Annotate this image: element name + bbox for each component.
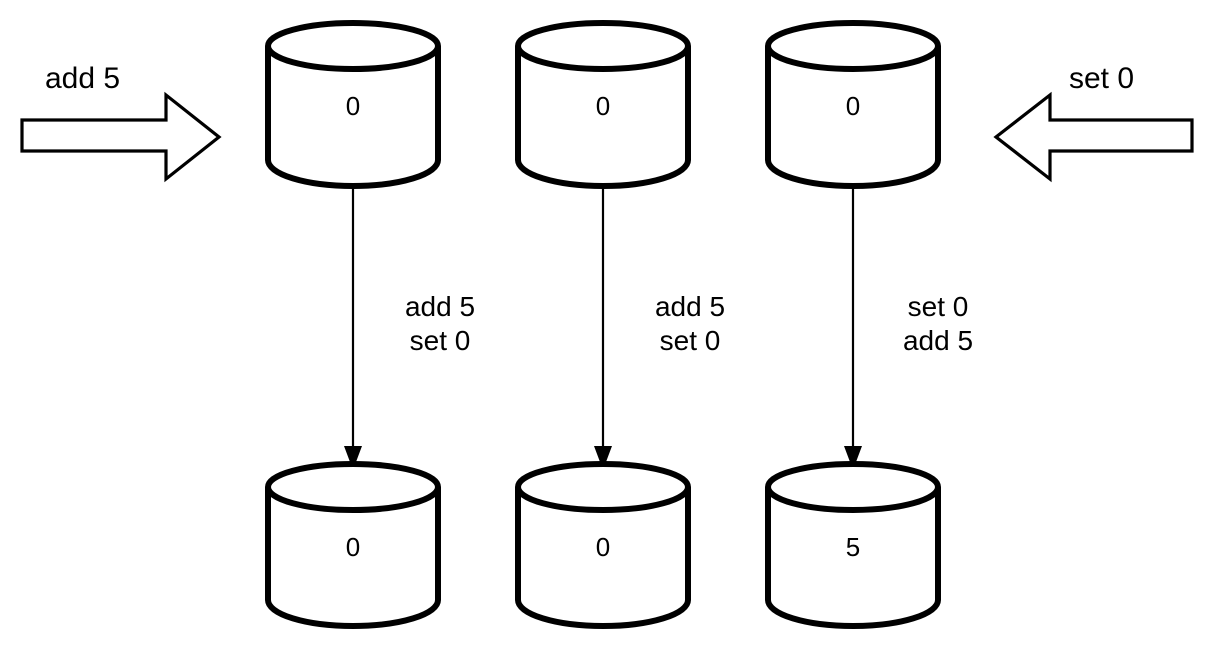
cylinder-top-value-replica-3: 0: [846, 91, 860, 121]
operation-order-line-2-replica-3: add 5: [903, 325, 973, 356]
block-arrow-left-icon: [993, 91, 1194, 183]
left-operation-label: add 5: [45, 62, 120, 95]
operation-order-line-1-replica-3: set 0: [908, 291, 969, 322]
cylinder-top-replica-2: [515, 20, 691, 189]
cylinder-top-replica-1: [265, 20, 441, 189]
cylinder-bottom-replica-2: [515, 461, 691, 629]
connector-replica-1: [344, 188, 362, 470]
block-arrow-right-icon: [20, 91, 222, 183]
operation-order-line-2-replica-2: set 0: [660, 325, 721, 356]
connector-replica-3: [844, 188, 862, 470]
operation-order-line-1-replica-1: add 5: [405, 291, 475, 322]
cylinder-top-replica-3: [765, 20, 941, 189]
operation-order-line-2-replica-1: set 0: [410, 325, 471, 356]
operation-order-line-1-replica-2: add 5: [655, 291, 725, 322]
cylinder-bottom-value-replica-1: 0: [346, 532, 360, 562]
connector-replica-2: [594, 188, 612, 470]
cylinder-top-value-replica-1: 0: [346, 91, 360, 121]
right-operation-label: set 0: [1069, 62, 1134, 95]
cylinder-top-value-replica-2: 0: [596, 91, 610, 121]
cylinder-bottom-replica-1: [265, 461, 441, 629]
cylinder-bottom-value-replica-2: 0: [596, 532, 610, 562]
cylinder-bottom-replica-3: [765, 461, 941, 629]
cylinder-bottom-value-replica-3: 5: [846, 532, 860, 562]
